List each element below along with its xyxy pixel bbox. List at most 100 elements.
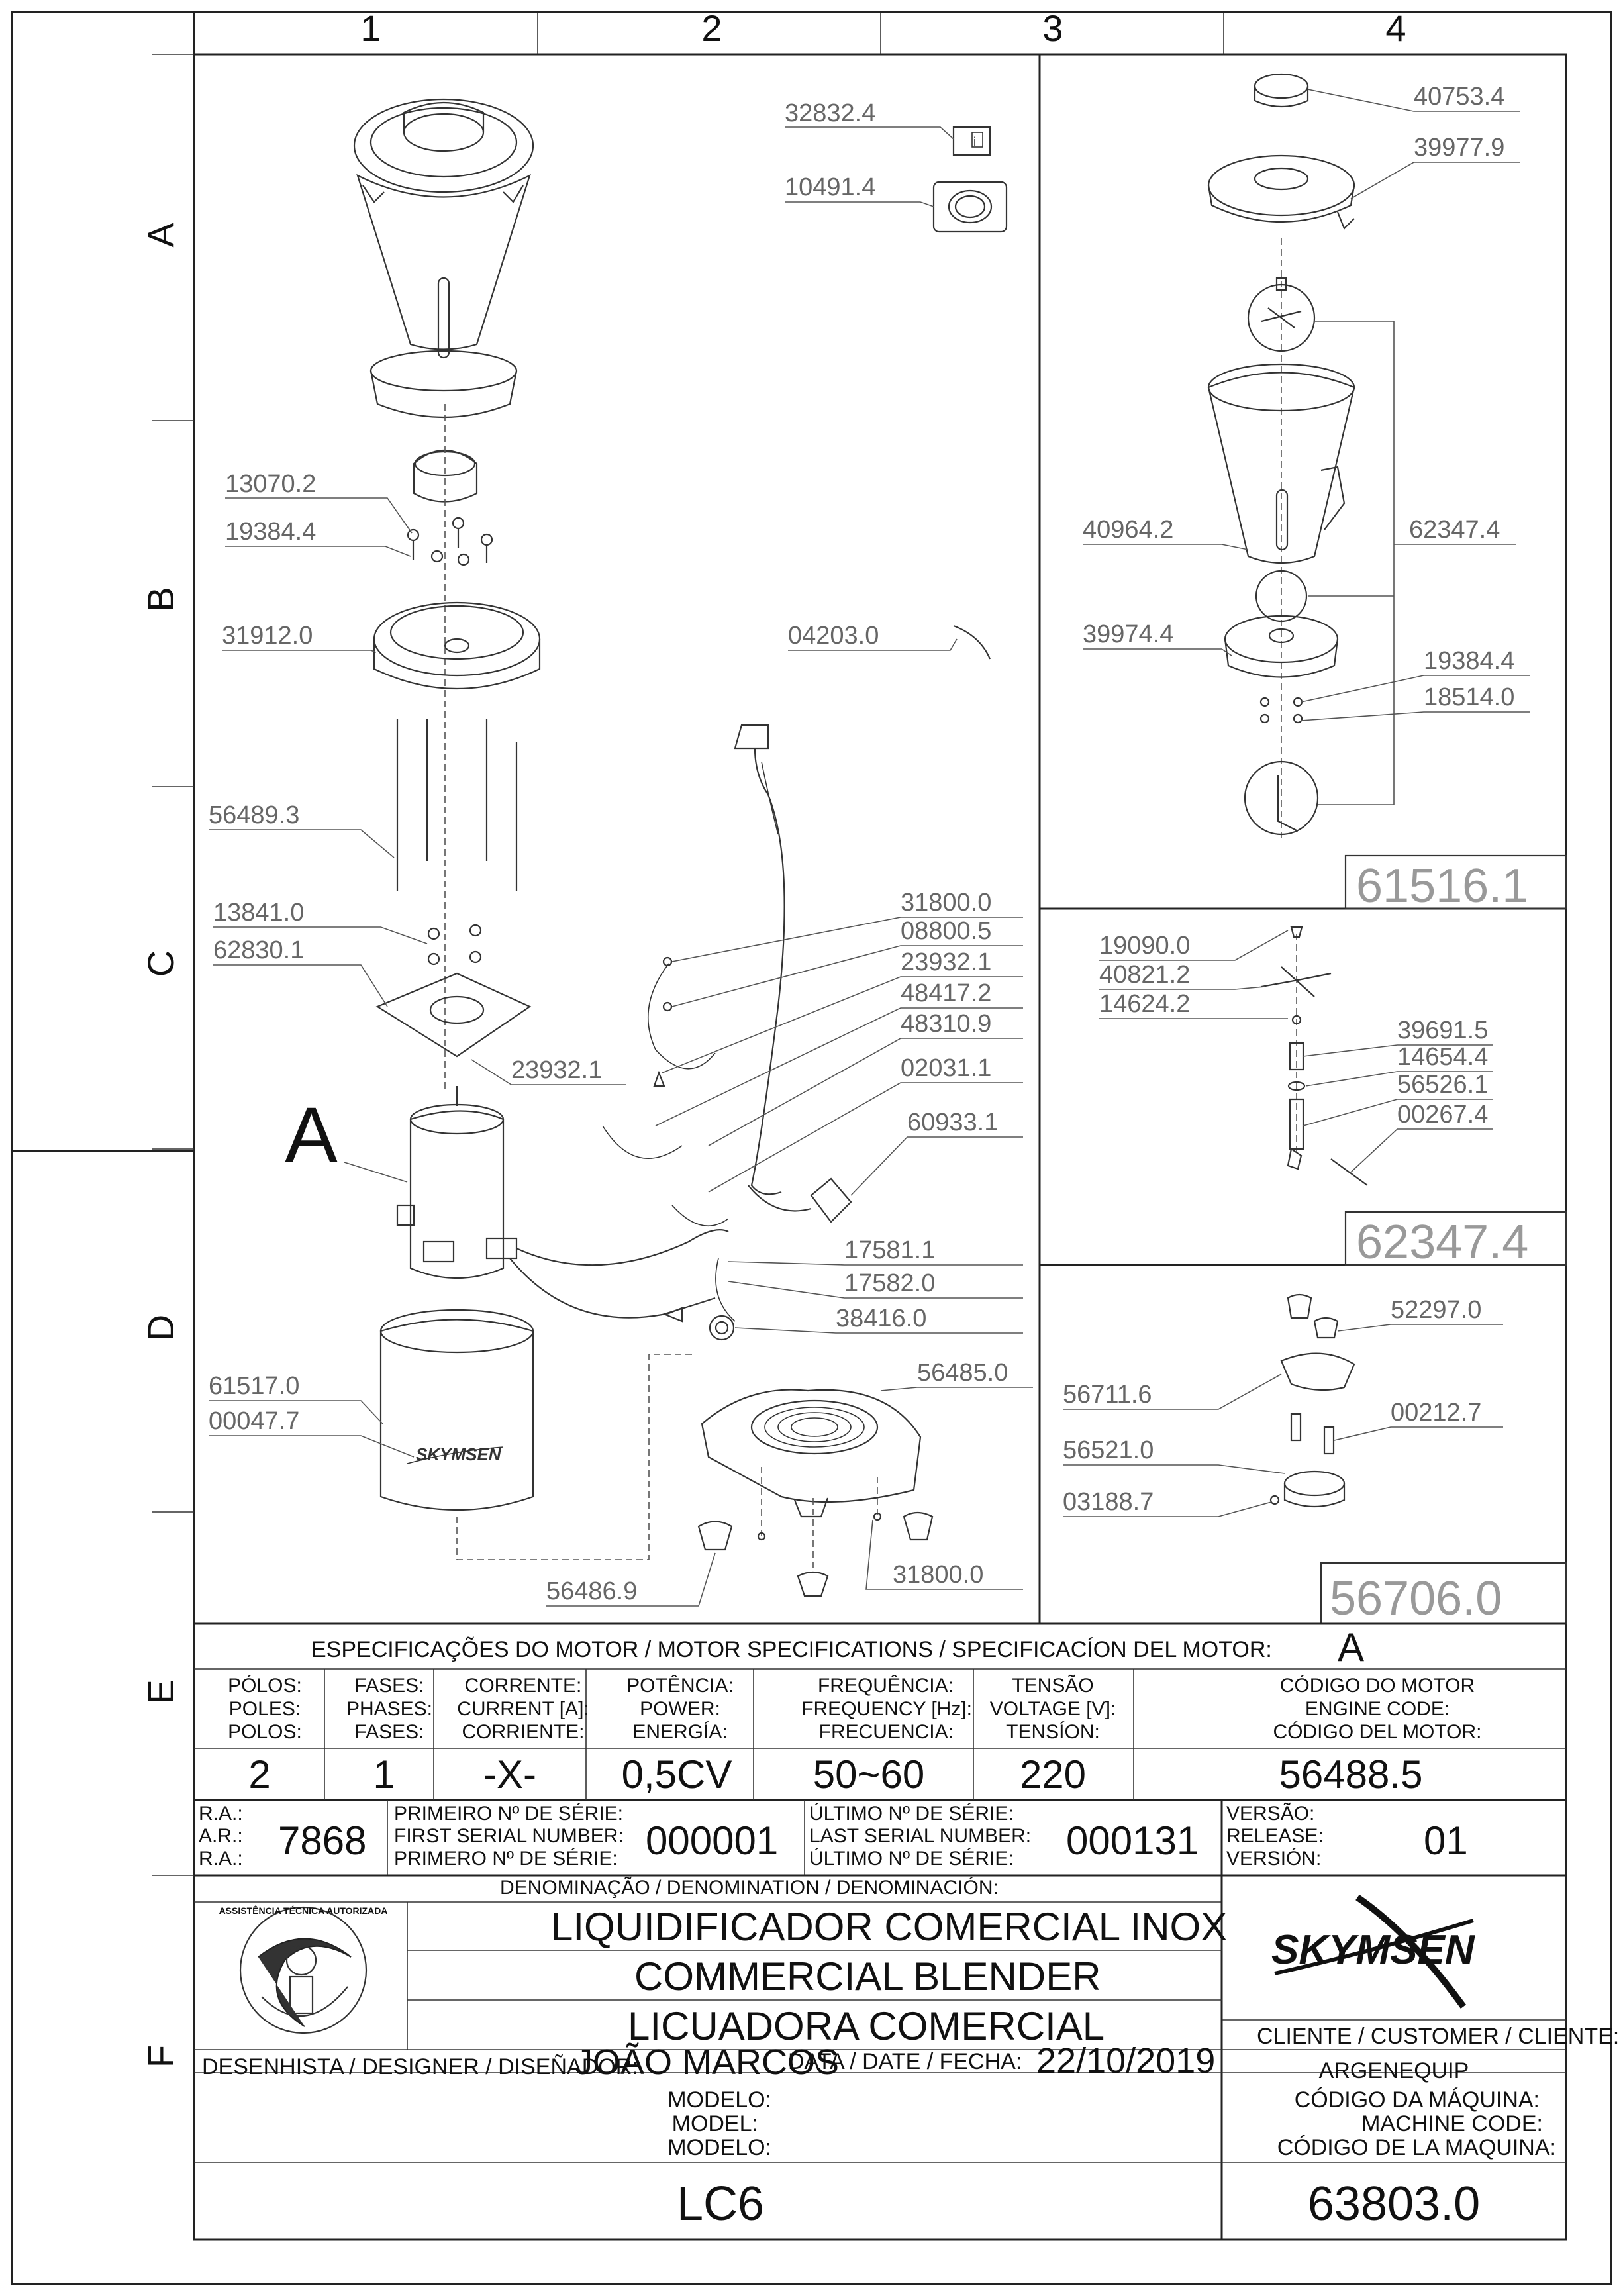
ra-label-pt: R.A.: [199, 1803, 243, 1824]
value-engine-code: 56488.5 [1279, 1752, 1423, 1797]
row-a-label: A [140, 223, 181, 248]
value-phases: 1 [373, 1752, 395, 1797]
outer-frame [11, 11, 1612, 2285]
spec-headers: PÓLOS: POLES: POLOS: FASES: PHASES: FASE… [228, 1674, 1481, 1743]
specs-title: ESPECIFICAÇÕES DO MOTOR / MOTOR SPECIFIC… [311, 1637, 1272, 1662]
hdr-frequency-es: FRECUENCIA: [819, 1721, 954, 1743]
model-label-pt: MODELO: [667, 2087, 771, 2113]
hdr-frequency-pt: FREQUÊNCIA: [818, 1675, 954, 1697]
row-c-label: C [140, 950, 181, 977]
label-56485: 56485.0 [917, 1359, 1008, 1387]
label-56489: 56489.3 [209, 801, 299, 829]
hdr-engine-es: CÓDIGO DEL MOTOR: [1273, 1721, 1481, 1743]
badge-text: ASSISTÊNCIA TÉCNICA AUTORIZADA [219, 1905, 388, 1916]
first-serial-label-pt: PRIMEIRO Nº DE SÉRIE: [394, 1803, 623, 1824]
label-39691: 39691.5 [1397, 1017, 1488, 1044]
label-52297: 52297.0 [1391, 1296, 1481, 1324]
machine-code-label-en: MACHINE CODE: [1361, 2111, 1543, 2136]
label-38416: 38416.0 [836, 1305, 926, 1332]
machine-code-label-pt: CÓDIGO DA MÁQUINA: [1295, 2087, 1540, 2113]
column-2-label: 2 [701, 7, 722, 49]
hdr-current-en: CURRENT [A]: [457, 1698, 589, 1720]
model-value: LC6 [677, 2177, 764, 2230]
assembly-61516: 61516.1 [1356, 860, 1528, 913]
hdr-phases-pt: FASES: [354, 1675, 424, 1697]
hdr-phases-en: PHASES: [346, 1698, 432, 1720]
hdr-poles-pt: PÓLOS: [228, 1675, 302, 1697]
label-17582: 17582.0 [844, 1270, 935, 1297]
last-serial-label-es: ÚLTIMO Nº DE SÉRIE: [809, 1848, 1014, 1870]
label-62347-ref: 62347.4 [1409, 516, 1500, 544]
date-label: DATA / DATE / FECHA: [788, 2049, 1022, 2074]
first-serial-label-en: FIRST SERIAL NUMBER: [394, 1825, 624, 1847]
hdr-voltage-en: VOLTAGE [V]: [990, 1698, 1116, 1720]
assembly-56706: 56706.0 [1330, 1572, 1502, 1625]
svg-text:i: i [973, 135, 976, 148]
machine-code-value: 63803.0 [1308, 2177, 1480, 2230]
value-current: -X- [483, 1752, 536, 1797]
label-31800-top: 31800.0 [901, 889, 991, 917]
label-00047: 00047.7 [209, 1407, 299, 1435]
label-10491: 10491.4 [785, 174, 875, 201]
label-31800-bottom: 31800.0 [893, 1561, 983, 1589]
label-56711: 56711.6 [1063, 1381, 1152, 1409]
denomination-label: DENOMINAÇÃO / DENOMINATION / DENOMINACIÓ… [500, 1876, 999, 1899]
motor-detail-marker: A [285, 1091, 338, 1179]
first-serial-value: 000001 [646, 1819, 778, 1863]
designer-name: JOÃO MARCOS [575, 2042, 839, 2082]
ra-label-en: A.R.: [199, 1825, 243, 1847]
label-03188: 03188.7 [1063, 1488, 1154, 1516]
hdr-power-en: POWER: [640, 1698, 720, 1720]
hdr-poles-en: POLES: [229, 1698, 301, 1720]
inner-frame [193, 53, 1567, 2241]
hdr-poles-es: POLOS: [228, 1721, 302, 1743]
label-19384: 19384.4 [225, 518, 316, 546]
version-value: 01 [1424, 1819, 1468, 1863]
column-1-label: 1 [360, 7, 381, 49]
hdr-power-pt: POTÊNCIA: [626, 1675, 734, 1697]
row-d-label: D [140, 1315, 181, 1341]
product-name-es: LICUADORA COMERCIAL [628, 2004, 1105, 2048]
label-18514: 18514.0 [1424, 683, 1514, 711]
label-61517: 61517.0 [209, 1372, 299, 1400]
row-f-label: F [140, 2045, 181, 2068]
last-serial-value: 000131 [1066, 1819, 1199, 1863]
machine-code-label-es: CÓDIGO DE LA MAQUINA: [1277, 2135, 1556, 2160]
label-08800: 08800.5 [901, 917, 991, 945]
label-19090: 19090.0 [1099, 932, 1190, 960]
value-voltage: 220 [1020, 1752, 1086, 1797]
label-14654: 14654.4 [1397, 1043, 1488, 1071]
last-serial-label-en: LAST SERIAL NUMBER: [809, 1825, 1031, 1847]
label-00212: 00212.7 [1391, 1399, 1481, 1426]
row-b-label: B [140, 587, 181, 611]
label-23932-right: 23932.1 [901, 948, 991, 976]
label-40821: 40821.2 [1099, 961, 1190, 989]
label-02031: 02031.1 [901, 1054, 991, 1082]
label-04203: 04203.0 [788, 622, 879, 650]
brand-name: SKYMSEN [1271, 1927, 1475, 1973]
label-19384-right: 19384.4 [1424, 647, 1514, 675]
label-32832: 32832.4 [785, 99, 875, 127]
version-label-pt: VERSÃO: [1226, 1802, 1314, 1824]
designer-label: DESENHISTA / DESIGNER / DISEÑADOR: [202, 2054, 638, 2079]
label-56526: 56526.1 [1397, 1071, 1488, 1099]
column-4-label: 4 [1385, 7, 1406, 49]
product-name-en: COMMERCIAL BLENDER [634, 1954, 1101, 1999]
specs-motor-ref: A [1338, 1625, 1364, 1670]
label-60933: 60933.1 [907, 1109, 998, 1136]
hdr-voltage-pt: TENSÃO [1012, 1674, 1093, 1697]
label-39977: 39977.9 [1414, 134, 1504, 162]
date-value: 22/10/2019 [1036, 2041, 1215, 2081]
version-label-en: RELEASE: [1226, 1825, 1324, 1847]
hdr-phases-es: FASES: [354, 1721, 424, 1743]
label-40753: 40753.4 [1414, 83, 1504, 111]
hdr-voltage-es: TENSÍON: [1006, 1721, 1100, 1743]
version-label-es: VERSIÓN: [1226, 1848, 1321, 1870]
label-40964: 40964.2 [1083, 516, 1173, 544]
first-serial-label-es: PRIMERO Nº DE SÉRIE: [394, 1848, 618, 1870]
label-23932-left: 23932.1 [511, 1056, 602, 1084]
label-62830: 62830.1 [213, 936, 304, 964]
label-39974: 39974.4 [1083, 621, 1173, 648]
left-labels: 32832.4 10491.4 13070.2 19384.4 31912.0 … [209, 99, 1033, 1607]
label-00267: 00267.4 [1397, 1101, 1488, 1128]
